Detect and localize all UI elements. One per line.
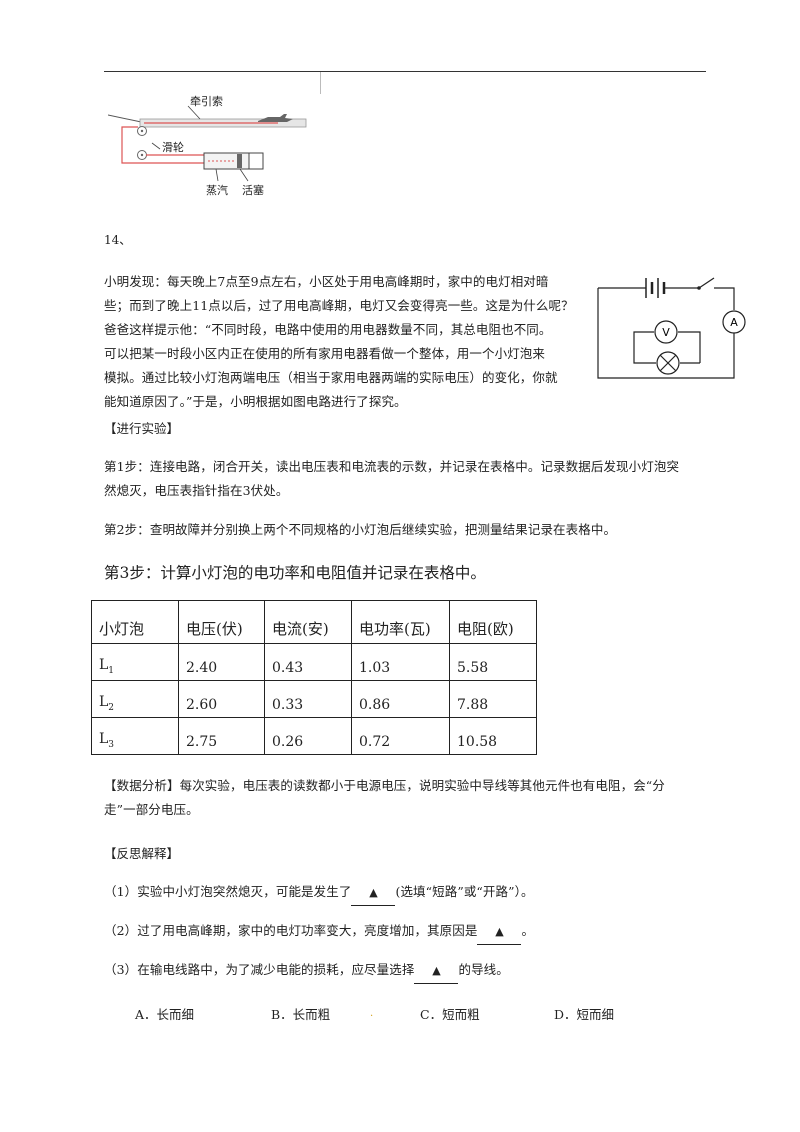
cell-voltage: 2.60 — [178, 680, 265, 718]
svg-text:A: A — [730, 316, 738, 329]
analysis-line: 走”一部分电压。 — [104, 802, 199, 817]
question-intro: 小明发现：每天晚上7点至9点左右，小区处于用电高峰期时，家中的电灯相对暗 些；而… — [104, 270, 594, 414]
question-2: （2）过了用电高峰期，家中的电灯功率变大，亮度增加，其原因是▲。 — [104, 919, 534, 945]
intro-line: 爸爸这样提示他：“不同时段，电路中使用的用电器数量不同，其总电阻也不同。 — [104, 322, 552, 337]
results-table: 小灯泡 电压(伏) 电流(安) 电功率(瓦) 电阻(欧) L1 2.40 0.4… — [91, 600, 537, 755]
intro-line: 小明发现：每天晚上7点至9点左右，小区处于用电高峰期时，家中的电灯相对暗 — [104, 274, 549, 289]
analysis: 【数据分析】每次实验，电压表的读数都小于电源电压，说明实验中导线等其他元件也有电… — [104, 774, 704, 822]
label-steam: 蒸汽 — [206, 183, 228, 197]
option-a[interactable]: A．长而细 — [135, 1007, 195, 1022]
step3: 第3步：计算小灯泡的电功率和电阻值并记录在表格中。 — [104, 564, 486, 582]
header-rule-tick — [320, 72, 321, 94]
cell-current: 0.43 — [264, 643, 352, 681]
header-voltage: 电压(伏) — [178, 600, 265, 644]
analysis-line: 每次实验，电压表的读数都小于电源电压，说明实验中导线等其他元件也有电阻，会“分 — [179, 778, 665, 793]
table-row: L3 2.75 0.26 0.72 10.58 — [91, 717, 537, 755]
header-current: 电流(安) — [264, 600, 352, 644]
analysis-label: 【数据分析】 — [104, 778, 180, 793]
reflection-heading: 【反思解释】 — [104, 846, 180, 861]
label-piston: 活塞 — [242, 183, 264, 197]
question-3: （3）在输电线路中，为了减少电能的损耗，应尽量选择▲的导线。 — [104, 958, 509, 984]
step1: 第1步：连接电路，闭合开关，读出电压表和电流表的示数，并记录在表格中。记录数据后… — [104, 455, 704, 503]
cell-resistance: 10.58 — [449, 717, 537, 755]
header-rule — [104, 71, 706, 72]
header-power: 电功率(瓦) — [351, 600, 450, 644]
question-number: 14、 — [104, 233, 132, 247]
cell-bulb: L3 — [91, 717, 179, 755]
circuit-diagram: A V — [597, 277, 746, 379]
cell-current: 0.33 — [264, 680, 352, 718]
step2: 第2步：查明故障并分别换上两个不同规格的小灯泡后继续实验，把测量结果记录在表格中… — [104, 522, 617, 537]
cell-bulb: L1 — [91, 643, 179, 681]
option-c[interactable]: C．短而粗 — [420, 1007, 480, 1022]
cell-power: 0.72 — [351, 717, 450, 755]
voltmeter-icon — [654, 320, 678, 344]
answer-blank-1[interactable]: ▲ — [351, 881, 396, 906]
cell-voltage: 2.75 — [178, 717, 265, 755]
experiment-heading: 【进行实验】 — [104, 421, 180, 436]
cell-current: 0.26 — [264, 717, 352, 755]
answer-blank-3[interactable]: ▲ — [414, 959, 459, 984]
cell-resistance: 7.88 — [449, 680, 537, 718]
header-bulb: 小灯泡 — [91, 600, 179, 644]
intro-line: 模拟。通过比较小灯泡两端电压（相当于家用电器两端的实际电压）的变化，你就 — [104, 370, 558, 385]
table-header-row: 小灯泡 电压(伏) 电流(安) 电功率(瓦) 电阻(欧) — [91, 600, 537, 644]
intro-line: 能知道原因了。”于是，小明根据如图电路进行了探究。 — [104, 394, 407, 409]
table-row: L2 2.60 0.33 0.86 7.88 — [91, 680, 537, 718]
table-row: L1 2.40 0.43 1.03 5.58 — [91, 643, 537, 681]
intro-line: 可以把某一时段小区内正在使用的所有家用电器看做一个整体，用一个小灯泡来 — [104, 346, 546, 361]
step1-line: 然熄灭，电压表指针指在3伏处。 — [104, 483, 289, 498]
option-b[interactable]: B．长而粗 — [271, 1007, 331, 1022]
steam-catapult-figure: 牵引索 滑轮 蒸汽 活塞 — [108, 94, 307, 197]
cell-power: 0.86 — [351, 680, 450, 718]
header-resistance: 电阻(欧) — [449, 600, 537, 644]
switch-icon — [698, 277, 715, 289]
question-1: （1）实验中小灯泡突然熄灭，可能是发生了▲(选填“短路”或“开路”）。 — [104, 880, 534, 906]
cell-voltage: 2.40 — [178, 643, 265, 681]
label-pulley: 滑轮 — [162, 140, 184, 154]
cell-power: 1.03 — [351, 643, 450, 681]
airplane-icon — [258, 114, 293, 122]
intro-line: 些；而到了晚上11点以后，过了用电高峰期，电灯又会变得亮一些。这是为什么呢？ — [104, 298, 574, 313]
stray-dot: . — [370, 1008, 374, 1019]
cell-resistance: 5.58 — [449, 643, 537, 681]
label-cable: 牵引索 — [190, 94, 223, 108]
svg-text:V: V — [662, 326, 670, 339]
option-d[interactable]: D．短而细 — [554, 1007, 615, 1022]
step1-line: 第1步：连接电路，闭合开关，读出电压表和电流表的示数，并记录在表格中。记录数据后… — [104, 459, 680, 474]
answer-blank-2[interactable]: ▲ — [477, 920, 522, 945]
cell-bulb: L2 — [91, 680, 179, 718]
